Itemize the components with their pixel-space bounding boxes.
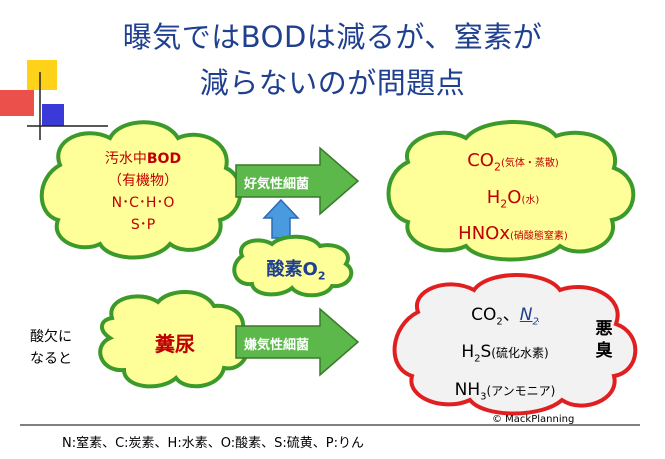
red-square	[0, 90, 34, 116]
feces-text: 糞尿	[155, 332, 195, 356]
copyright-text: © MackPlanning	[492, 414, 575, 425]
page-title-line2: 減らないのが問題点	[199, 66, 466, 100]
anaerobic-products-text: CO2、N2 H2S(硫化水素) NH3(アンモニア)	[410, 300, 600, 412]
oxygen-cloud	[232, 234, 354, 298]
hnox-line: HNOx(硝酸態窒素)	[458, 223, 568, 245]
bad-smell-label: 悪 臭	[595, 319, 613, 361]
aerobic-products-text: CO2(気体・蒸散) H2O(水) HNOx(硝酸態窒素)	[408, 146, 618, 252]
wastewater-cloud	[39, 120, 243, 260]
aerobic-arrow-label: 好気性細菌	[244, 177, 310, 192]
page-title-line1: 曝気ではBODは減るが、窒素が	[122, 20, 543, 54]
legend-text: N:窒素、C:炭素、H:水素、O:酸素、S:硫黄、P:りん	[62, 436, 364, 451]
blue-square	[42, 104, 64, 126]
co2-line: CO2(気体・蒸散)	[467, 150, 559, 174]
decorative-logo-squares	[0, 60, 108, 140]
oxygen-text: 酸素O2	[266, 259, 326, 283]
anaerobic-arrow	[235, 307, 360, 377]
n2-text: N2	[519, 305, 539, 328]
h2s-line: H2S(硫化水素)	[461, 342, 549, 365]
nh3-line: NH3(アンモニア)	[454, 379, 556, 403]
h2o-line: H2O(水)	[486, 186, 540, 211]
yellow-square	[27, 60, 57, 90]
anaerobic-arrow-label: 嫌気性細菌	[244, 338, 310, 353]
wastewater-line1: 汚水中BOD	[104, 151, 182, 167]
oxygen-deficit-label: 酸欠に なると	[30, 329, 72, 367]
aerobic-arrow	[235, 146, 360, 216]
wastewater-line2: （有機物）	[108, 173, 178, 189]
aerobic-products-cloud	[386, 119, 636, 262]
feces-cloud	[98, 289, 250, 389]
wastewater-line4: S･P	[130, 217, 156, 233]
anaerobic-products-cloud	[392, 273, 638, 416]
wastewater-line3: N･C･H･O	[111, 195, 175, 211]
wastewater-text: 汚水中BOD （有機物） N･C･H･O S･P	[66, 148, 220, 236]
oxygen-up-arrow	[262, 198, 300, 239]
co2-n2-line: CO2、N2	[471, 305, 539, 328]
